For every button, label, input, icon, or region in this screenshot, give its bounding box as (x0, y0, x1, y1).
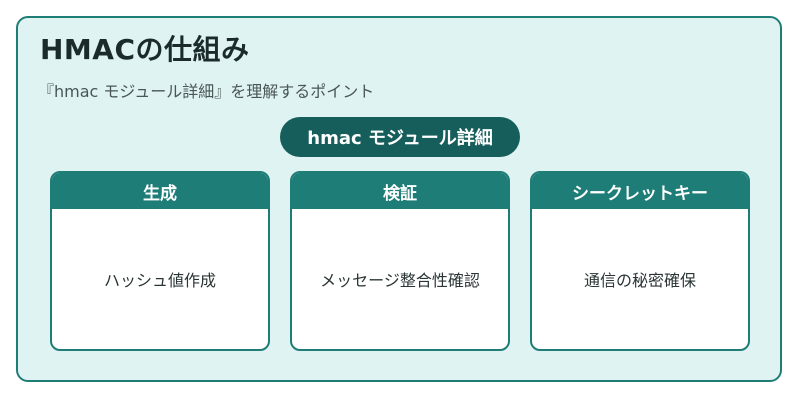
card-body: メッセージ整合性確認 (320, 271, 480, 290)
card-body: 通信の秘密確保 (583, 271, 696, 290)
diagram-title: HMACの仕組み (40, 33, 250, 66)
card-body: ハッシュ値作成 (103, 271, 216, 290)
center-node: hmac モジュール詳細 (280, 117, 520, 157)
card-secret-key: シークレットキー 通信の秘密確保 (530, 171, 750, 351)
card-header: 検証 (292, 173, 508, 209)
card-verify: 検証 メッセージ整合性確認 (290, 171, 510, 351)
card-generate: 生成 ハッシュ値作成 (50, 171, 270, 351)
card-header: 生成 (52, 173, 268, 209)
diagram-subtitle: 『hmac モジュール詳細』を理解するポイント (38, 82, 375, 101)
card-header: シークレットキー (532, 173, 748, 209)
